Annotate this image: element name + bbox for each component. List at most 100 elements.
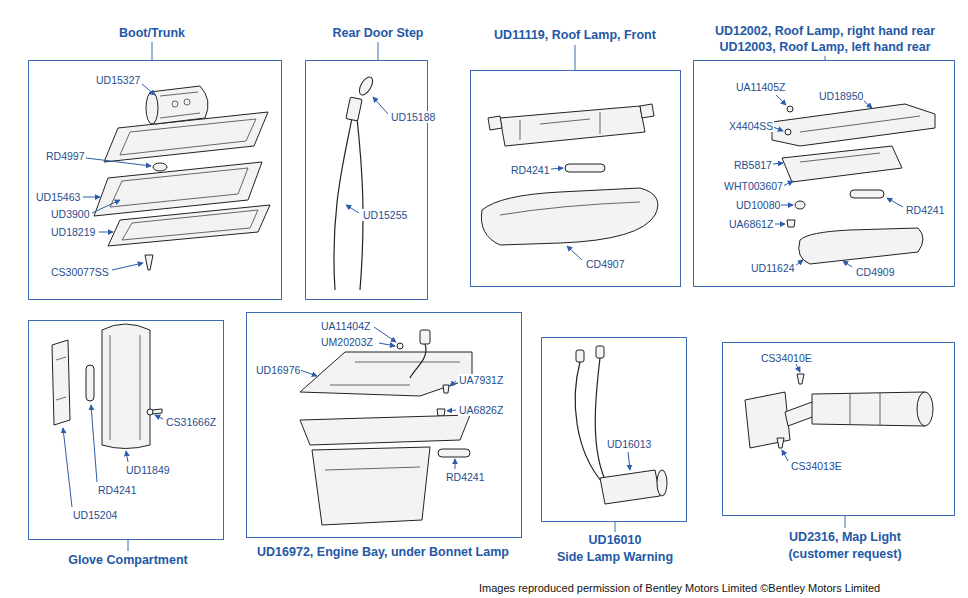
heading-tick <box>845 516 846 528</box>
nut <box>787 106 793 112</box>
leader-line <box>455 459 456 469</box>
panel-heading: UD16010 <box>589 533 642 548</box>
screw <box>437 409 445 416</box>
part-number: UD18219 <box>50 226 96 238</box>
panel-heading: (customer request) <box>788 547 901 562</box>
leader-line <box>773 127 783 131</box>
plate-detail <box>330 362 460 385</box>
copyright-note: Images reproduced permission of Bentley … <box>478 582 881 595</box>
part-number: RD4241 <box>445 471 486 483</box>
leader-line <box>126 451 128 462</box>
part-number: UD3900 <box>50 208 91 220</box>
part-number: CS34010E <box>760 352 813 364</box>
part-number: UD16976 <box>255 364 301 376</box>
leader-line <box>63 428 72 507</box>
panel-heading: Glove Compartment <box>68 553 187 568</box>
part-number: UD15463 <box>35 191 81 203</box>
leader-line <box>92 200 120 213</box>
lens <box>481 188 657 245</box>
plate-detail <box>120 119 256 155</box>
heading-tick <box>128 540 129 551</box>
hinge-plate <box>52 340 70 425</box>
leader-line <box>83 197 100 198</box>
part-number: CD4907 <box>585 258 626 270</box>
part-number: UA7931Z <box>458 374 504 386</box>
festoon-bulb <box>86 365 94 401</box>
screw <box>443 385 449 393</box>
terminal <box>172 101 178 107</box>
leader-line <box>99 232 113 233</box>
mounting-plate <box>300 352 472 396</box>
part-number: UD15327 <box>95 74 141 86</box>
lamp-barrel <box>812 392 925 426</box>
plate-detail <box>56 357 66 400</box>
screw <box>777 438 784 448</box>
barrel-end <box>917 392 933 426</box>
leader-line <box>373 97 388 114</box>
lamp-base <box>782 146 902 182</box>
leader-line <box>379 343 395 346</box>
wire <box>357 118 363 290</box>
panel-box: Rear Door Step <box>305 60 428 300</box>
leader-line <box>795 260 803 266</box>
lens-detail <box>500 202 640 215</box>
leader-line <box>112 263 143 270</box>
base-plate <box>745 392 790 448</box>
frame-detail <box>110 168 248 207</box>
part-number: UA11404Z <box>320 320 371 332</box>
leader-line <box>843 261 852 267</box>
part-number: UA11405Z <box>735 81 786 93</box>
map-light-drawing <box>745 364 933 461</box>
part-number: RD4241 <box>97 484 138 496</box>
part-number: UA6826Z <box>458 404 504 416</box>
part-number: UD18950 <box>818 90 864 102</box>
connector <box>596 346 604 358</box>
panel-heading: Rear Door Step <box>333 26 424 41</box>
panel-heading: UD12002, Roof Lamp, right hand rear <box>715 24 935 39</box>
leader-line <box>567 246 582 260</box>
bracket-detail <box>800 116 920 132</box>
leader-line <box>628 452 630 470</box>
wire <box>334 118 352 290</box>
panel-heading: Side Lamp Warning <box>557 550 673 565</box>
panel-box: Glove Compartment <box>28 320 224 540</box>
rear-roof-lamp-drawing <box>772 95 935 267</box>
leader-line <box>775 224 785 225</box>
bulb <box>357 75 376 97</box>
lamp-lens <box>657 470 667 496</box>
leader-line <box>142 84 155 95</box>
leader-line <box>86 158 151 166</box>
screw <box>152 409 162 414</box>
part-number: CS30077SS <box>50 266 110 278</box>
barrel-detail <box>850 393 880 425</box>
lamp-holder <box>600 470 660 504</box>
heading-tick <box>575 45 576 70</box>
bracket <box>772 104 935 146</box>
panel-box: Boot/Trunk <box>28 60 282 300</box>
bulb-holder <box>346 97 362 121</box>
part-number: UD15255 <box>362 209 408 221</box>
part-number: UD10080 <box>735 199 781 211</box>
leader-line <box>776 95 786 105</box>
part-number: RD4241 <box>905 204 946 216</box>
swivel-arm <box>785 402 815 426</box>
leader-line <box>783 181 793 186</box>
base-tab <box>488 104 654 130</box>
bulb <box>153 163 167 171</box>
part-number: WHT003607 <box>723 180 784 192</box>
lens-detail <box>122 210 258 240</box>
festoon-bulb <box>850 190 884 198</box>
leader-line <box>447 410 456 411</box>
leader-line <box>551 168 563 169</box>
lens-detail <box>325 467 420 470</box>
panel-heading: UD12003, Roof Lamp, left hand rear <box>719 40 930 55</box>
front-roof-lamp-drawing <box>481 104 657 260</box>
boot-lamp-drawing <box>83 84 270 270</box>
leader-line <box>887 198 903 207</box>
glove-lamp-drawing <box>52 324 163 507</box>
nut <box>397 343 403 349</box>
heading-tick <box>152 42 153 60</box>
leader-line <box>450 381 456 386</box>
heading-tick <box>615 522 616 532</box>
